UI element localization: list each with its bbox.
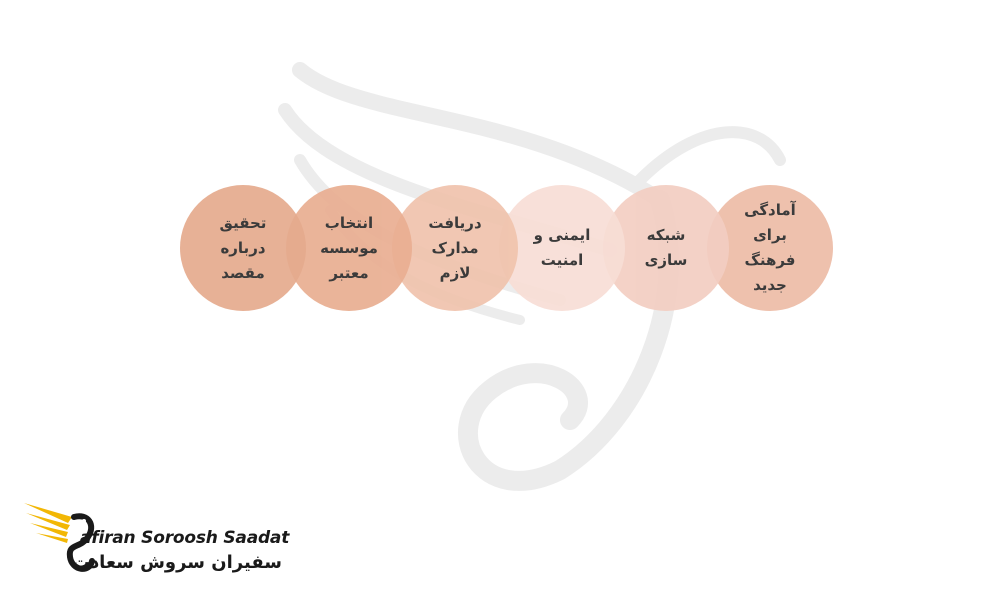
step-label: آمادگی برای فرهنگ جدید [744, 201, 796, 294]
brand-name-english: afiran Soroosh Saadat [80, 528, 290, 548]
phoenix-logo-icon [24, 503, 95, 572]
step-circle: ایمنی و امنیت [499, 185, 625, 311]
step-circle: انتخاب موسسه معتبر [286, 185, 412, 311]
step-label: انتخاب موسسه معتبر [320, 213, 378, 282]
step-label: ایمنی و امنیت [533, 226, 591, 269]
step-circle: تحقیق درباره مقصد [180, 185, 306, 311]
step-label: تحقیق درباره مقصد [219, 213, 267, 282]
step-circle: دریافت مدارک لازم [392, 185, 518, 311]
step-label: شبکه سازی [644, 226, 688, 269]
step-label: دریافت مدارک لازم [428, 213, 482, 282]
brand-name-persian: سفیران سروش سعادت [71, 552, 282, 573]
